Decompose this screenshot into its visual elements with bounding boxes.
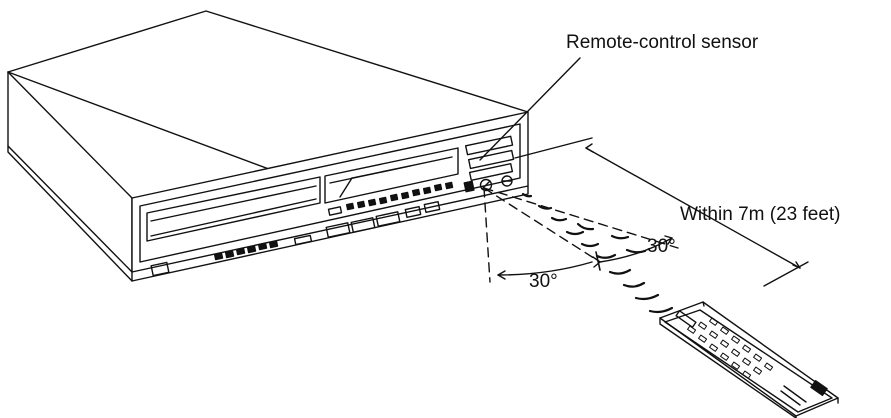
coverage-cone [483, 187, 679, 283]
angle-arcs [497, 235, 673, 280]
range-dimension [514, 137, 809, 287]
sensor-leader-line [479, 57, 581, 161]
remote-control-illustration [659, 301, 839, 418]
sensor-label: Remote-control sensor [566, 32, 759, 53]
infrared-signal-dashes [521, 192, 674, 314]
cd-player-illustration [7, 10, 529, 282]
angle-label-left: 30° [529, 271, 558, 292]
angle-label-right: 30° [647, 236, 676, 257]
range-label: Within 7m (23 feet) [680, 204, 841, 225]
